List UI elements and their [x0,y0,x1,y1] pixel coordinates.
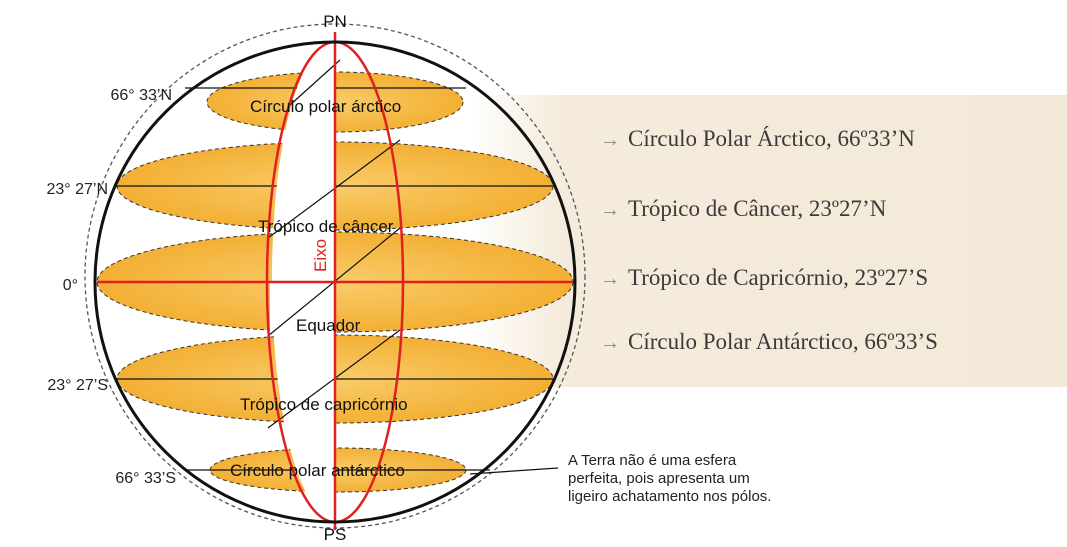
degree-label-66n: 66° 33’N [110,87,172,104]
degree-label-0: 0° [63,277,78,294]
legend-text-arctic: Círculo Polar Árctico, 66º33’N [628,126,915,151]
axis-label: Eixo [311,239,330,272]
legend-text-tropic-capricorn: Trópico de Capricórnio, 23º27’S [628,265,929,290]
band-labels: Círculo polar árctico Trópico de câncer … [230,97,408,480]
pole-south-label: PS [324,525,347,542]
note-line-3: ligeiro achatamento nos pólos. [568,488,772,505]
legend-item-arctic: → Círculo Polar Árctico, 66º33’N [600,126,915,152]
degree-label-66s: 66° 33’S [115,470,176,487]
arrow-right-icon: → [600,332,620,354]
band-label-tropic-capricorn: Trópico de capricórnio [240,395,408,414]
legend-text-antarctic: Círculo Polar Antárctico, 66º33’S [628,329,938,354]
band-label-arctic: Círculo polar árctico [250,97,401,116]
note-line-1: A Terra não é uma esfera [568,452,737,469]
band-label-antarctic: Círculo polar antárctico [230,461,405,480]
degree-label-23n: 23° 27’N [46,181,108,198]
band-label-tropic-cancer: Trópico de câncer [258,217,394,236]
legend-text-tropic-cancer: Trópico de Câncer, 23º27’N [628,196,887,221]
earth-outline [93,40,577,524]
band-label-equator: Equador [296,316,361,335]
legend-item-tropic-cancer: → Trópico de Câncer, 23º27’N [600,196,886,222]
arrow-right-icon: → [600,268,620,290]
degree-labels: 66° 33’N 23° 27’N 0° 23° 27’S 66° 33’S [46,87,176,487]
flattening-note: A Terra não é uma esfera perfeita, pois … [568,452,828,506]
legend-item-tropic-capricorn: → Trópico de Capricórnio, 23º27’S [600,265,928,291]
arrow-right-icon: → [600,129,620,151]
legend-item-antarctic: → Círculo Polar Antárctico, 66º33’S [600,329,938,355]
pole-north-label: PN [323,12,347,31]
arrow-right-icon: → [600,199,620,221]
note-line-2: perfeita, pois apresenta um [568,470,750,487]
degree-label-23s: 23° 27’S [47,377,108,394]
